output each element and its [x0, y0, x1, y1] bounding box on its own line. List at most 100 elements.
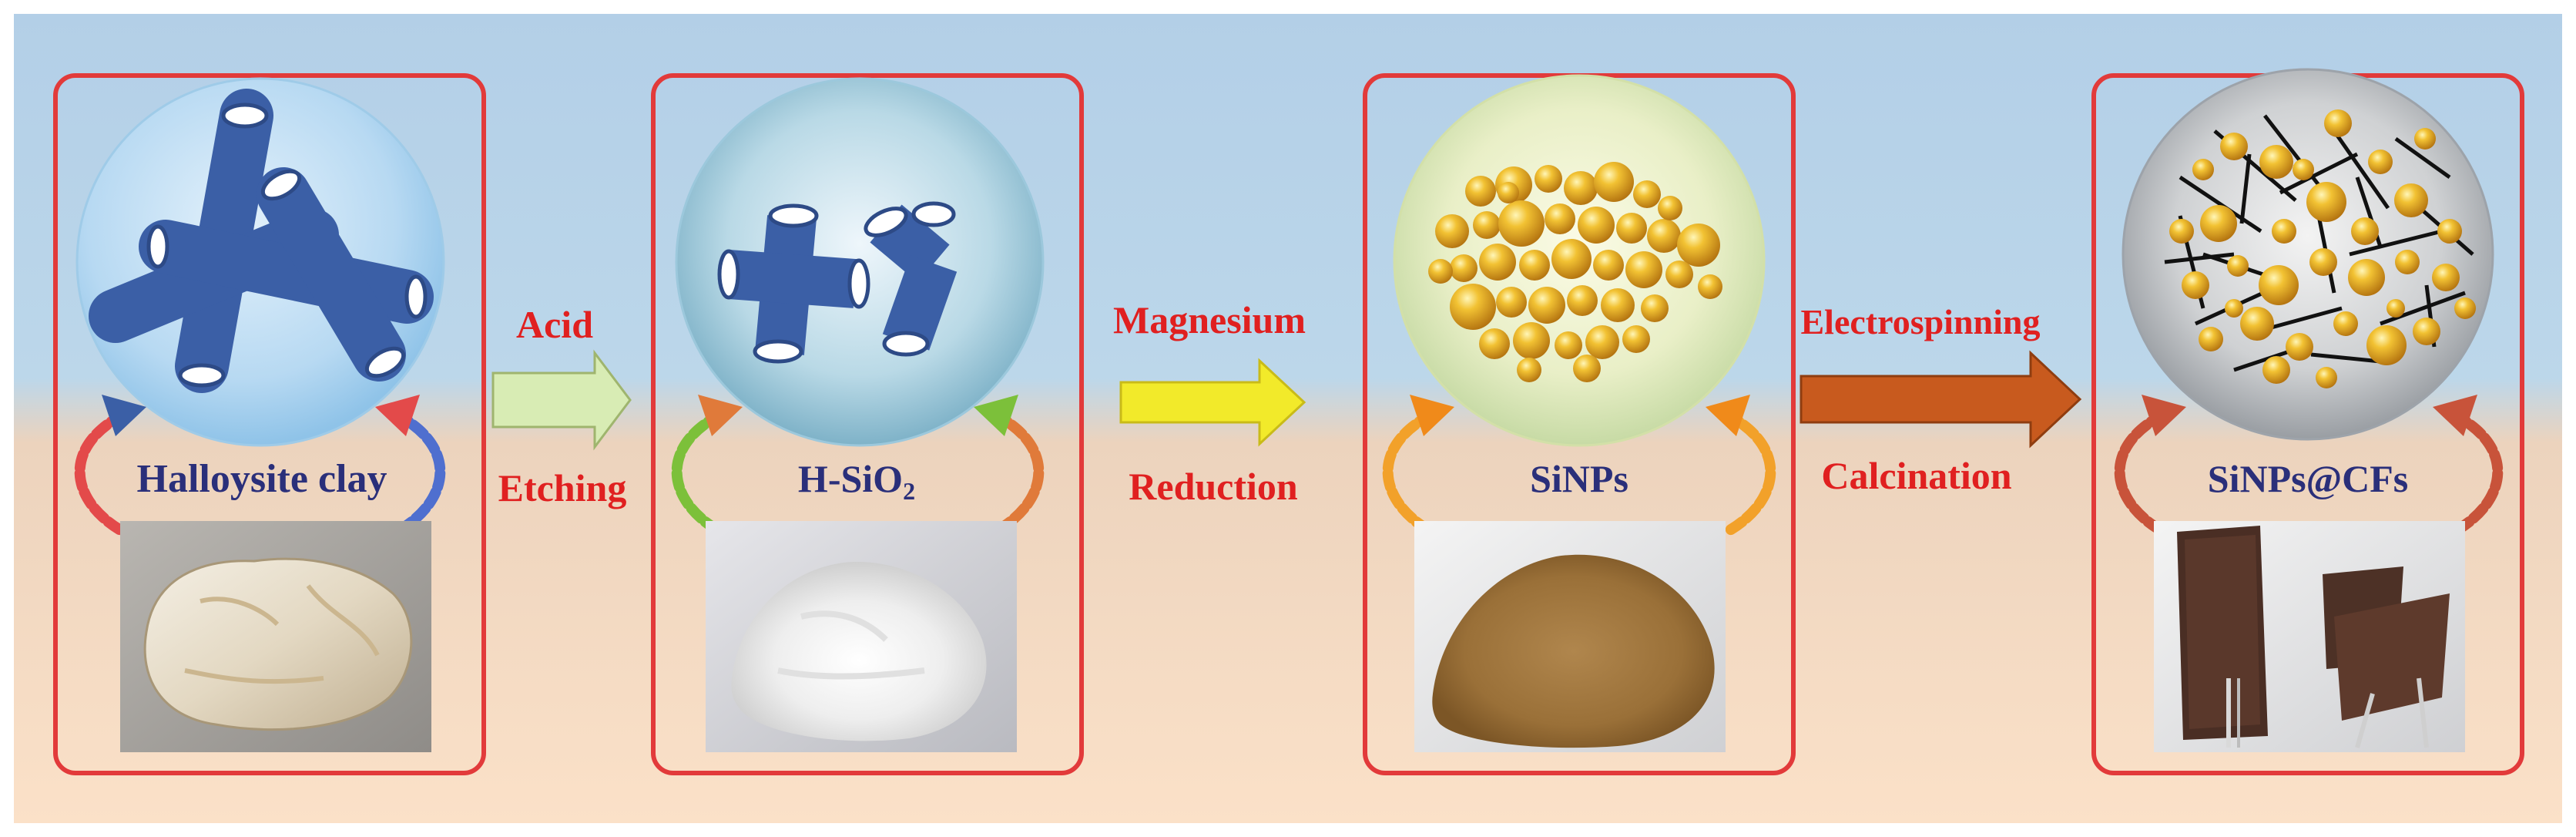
halloysite-nanotubes — [89, 89, 434, 393]
silicon-nanoparticle — [2200, 205, 2237, 242]
silicon-nanoparticle — [1567, 285, 1598, 316]
silicon-nanoparticle — [2220, 133, 2248, 160]
step-label-reduction: Reduction — [1129, 465, 1298, 508]
silicon-nanoparticle — [1594, 162, 1634, 202]
silicon-nanoparticle — [2394, 183, 2428, 217]
silicon-nanoparticle — [1428, 259, 1453, 284]
silicon-nanoparticle — [1625, 251, 1662, 288]
silicon-nanoparticle — [2272, 219, 2296, 244]
step-label-magnesium: Magnesium — [1113, 298, 1306, 341]
silicon-nanoparticle — [1435, 214, 1469, 248]
silicon-nanoparticle — [1641, 294, 1669, 322]
silicon-nanoparticle — [1498, 200, 1545, 247]
silicon-nanoparticle — [2169, 219, 2194, 244]
carbon-fiber — [2164, 252, 2235, 264]
silicon-nanoparticle — [2227, 255, 2249, 277]
silicon-nanoparticle — [2293, 159, 2314, 180]
silicon-nanoparticle — [2366, 325, 2407, 365]
silicon-nanoparticle — [2240, 307, 2274, 341]
silicon-nanoparticle — [2316, 367, 2337, 388]
rock-photo — [120, 521, 431, 752]
step-label-acid: Acid — [516, 303, 593, 346]
silicon-nanoparticle — [2324, 109, 2352, 137]
silicon-nanoparticle — [1665, 261, 1693, 288]
silicon-nanoparticle — [1698, 274, 1722, 299]
silicon-nanoparticle — [2437, 219, 2462, 244]
silicon-nanoparticle — [1658, 196, 1682, 220]
cycle-arrowhead-left — [102, 395, 146, 436]
white-powder-photo — [706, 521, 1017, 752]
step-label-calcination: Calcination — [1821, 454, 2011, 497]
silicon-nanoparticle — [1450, 254, 1478, 282]
carbon-fiber — [2239, 153, 2252, 224]
silicon-nanoparticle — [1498, 182, 1519, 203]
cycle-arrowhead-right — [2433, 395, 2477, 436]
sinps-cfs-sphere — [2122, 68, 2494, 441]
cycle-arrows-sinps — [1382, 409, 1776, 537]
sinps-cfs-particles — [2169, 109, 2476, 388]
silicon-nanoparticle — [1551, 239, 1592, 279]
carbon-fiber — [2332, 129, 2390, 210]
silicon-nanoparticle — [2286, 333, 2313, 361]
silicon-nanoparticle — [1555, 331, 1582, 359]
cycle-arrowhead-left — [2142, 395, 2186, 436]
silicon-nanoparticle — [1535, 165, 1562, 193]
silicon-nanoparticle — [1616, 213, 1647, 244]
silicon-nanoparticle — [1519, 250, 1550, 281]
silicon-nanoparticle — [1564, 171, 1598, 205]
silicon-nanoparticle — [2368, 150, 2393, 174]
silicon-nanoparticle — [1473, 211, 1501, 239]
stage-label-halloysite: Halloysite clay — [137, 457, 387, 501]
silicon-nanoparticle — [1622, 325, 1650, 353]
hsio2-openings — [717, 201, 956, 364]
silicon-nanoparticle — [1513, 322, 1550, 359]
step-arrow-magnesium-reduction — [1119, 358, 1306, 447]
silicon-nanoparticle — [1496, 287, 1527, 318]
stage-label-sinps: SiNPs — [1530, 457, 1628, 500]
silicon-nanoparticle — [1585, 325, 1619, 359]
silicon-nanoparticle — [2413, 318, 2440, 345]
sinps-particles — [1428, 162, 1722, 382]
step-arrow-acid-etching — [491, 349, 632, 451]
stage-label-sinps-cfs: SiNPs@CFs — [2208, 457, 2408, 500]
stage-label-hsio2: H-SiO2 — [798, 457, 915, 505]
cycle-arrowhead-left — [1410, 395, 1454, 436]
silicon-nanoparticle — [1517, 358, 1541, 382]
silicon-nanoparticle — [2348, 259, 2385, 296]
silicon-nanoparticle — [2386, 299, 2405, 318]
cycle-arrowhead-left — [698, 395, 743, 436]
silicon-nanoparticle — [1573, 355, 1601, 382]
silicon-nanoparticle — [2414, 128, 2436, 150]
cycle-arrowhead-right — [375, 395, 420, 436]
nanotube-openings — [146, 103, 428, 388]
silicon-nanoparticle — [1593, 250, 1624, 281]
silicon-nanoparticle — [2259, 265, 2299, 305]
carbon-fiber — [2179, 175, 2262, 234]
carbon-fiber — [2380, 291, 2466, 326]
stage-frame-hsio2 — [651, 73, 1084, 775]
carbon-fiber-film-photo — [2154, 521, 2465, 752]
cycle-arrows-sinps-cfs — [2114, 409, 2504, 537]
cycle-arrows-halloysite — [74, 409, 446, 537]
silicon-nanoparticle — [2259, 145, 2293, 179]
cycle-arrowhead-right — [974, 395, 1018, 436]
carbon-fiber — [2279, 152, 2359, 195]
silicon-nanoparticle — [2199, 327, 2223, 351]
step-label-etching: Etching — [498, 466, 627, 509]
silicon-nanoparticle — [1647, 219, 1681, 253]
silicon-nanoparticle — [1479, 328, 1510, 359]
cycle-arrows-hsio2 — [671, 409, 1045, 537]
silicon-nanoparticle — [1633, 180, 1661, 208]
carbon-fiber — [2394, 136, 2451, 180]
silicon-nanoparticle — [2432, 264, 2460, 291]
silicon-nanoparticle — [2306, 182, 2346, 222]
silicon-nanoparticle — [1578, 207, 1615, 244]
silicon-nanoparticle — [2309, 248, 2337, 276]
silicon-nanoparticle — [1677, 224, 1720, 267]
silicon-nanoparticle — [2182, 271, 2209, 299]
silicon-nanoparticle — [1601, 288, 1635, 322]
silicon-nanoparticle — [2262, 356, 2290, 384]
silicon-nanoparticle — [2454, 297, 2476, 319]
silicon-nanoparticle — [1545, 203, 1575, 234]
